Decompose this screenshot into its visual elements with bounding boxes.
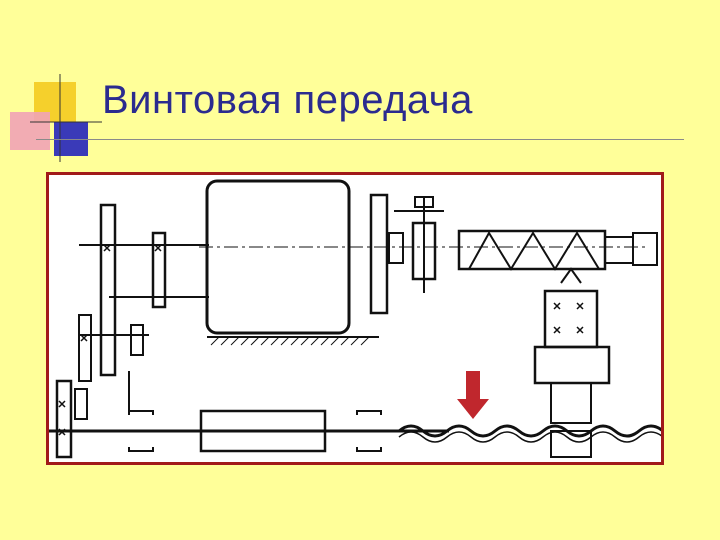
carriage-leg (550, 382, 592, 424)
gear-bottom-2 (74, 388, 88, 420)
thread-helix (468, 231, 600, 271)
carriage (533, 345, 611, 385)
bearing-left-bottom (128, 447, 154, 452)
bearing-right-top (356, 410, 382, 415)
gear-bottom (55, 379, 73, 459)
deco-pink-square (10, 112, 50, 150)
half-nut (550, 430, 592, 458)
tailstock-center (632, 232, 658, 266)
lead-screw (398, 424, 661, 438)
bearing-right-bottom (356, 447, 382, 452)
workpiece-end (604, 236, 634, 264)
cutting-tool-tip (560, 267, 582, 284)
feed-gearbox (199, 409, 327, 453)
kinematic-scheme (49, 179, 661, 459)
corner-decoration (10, 74, 102, 162)
red-down-arrow (457, 371, 489, 419)
cross-marks (58, 244, 584, 436)
headstock-housing (205, 179, 351, 335)
gear-small-2 (130, 324, 144, 356)
gear-large-2 (78, 314, 92, 382)
bearing-left-top (128, 410, 154, 415)
faceplate (369, 193, 389, 315)
gear-large-1 (99, 203, 117, 377)
screw-drive-diagram (46, 172, 664, 465)
slide-title: Винтовая передача (102, 78, 473, 122)
lead-screw-shadow (398, 431, 661, 443)
title-underline (36, 139, 684, 140)
tool-post (543, 289, 599, 349)
gear-small-1 (151, 231, 167, 309)
base-hatching (210, 336, 370, 346)
clamp-bolt-head (414, 196, 434, 208)
spindle-nose (388, 232, 404, 264)
workpiece-threaded (457, 229, 607, 271)
